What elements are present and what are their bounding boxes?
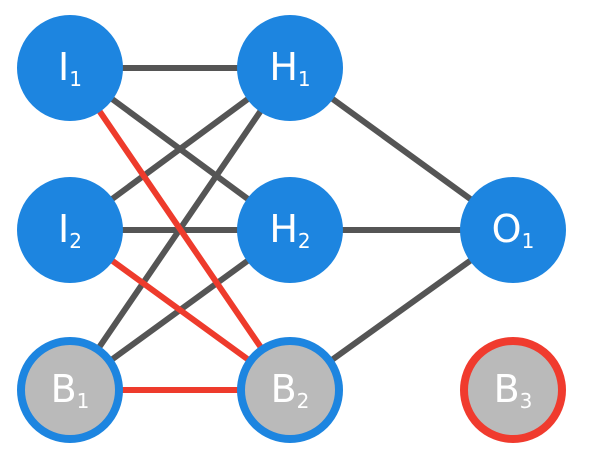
node-label-main: I: [58, 206, 69, 251]
edge-i1-b2: [67, 65, 293, 393]
node-b3: B3: [460, 337, 566, 443]
node-label: B2: [271, 370, 310, 411]
node-label: B1: [51, 370, 90, 411]
node-label-main: I: [58, 44, 69, 89]
node-label-main: B: [493, 366, 520, 411]
node-label-main: O: [491, 206, 522, 251]
node-label-subscript: 1: [297, 66, 311, 91]
node-label-subscript: 1: [521, 228, 535, 253]
node-label-subscript: 2: [69, 228, 82, 253]
node-i1: I1: [17, 15, 123, 121]
node-b2: B2: [237, 337, 343, 443]
node-label-main: B: [270, 366, 297, 411]
node-label-subscript: 2: [296, 388, 310, 413]
node-label-subscript: 2: [297, 228, 311, 253]
node-label: O1: [492, 210, 535, 251]
node-label-main: B: [50, 366, 77, 411]
node-label: I2: [58, 210, 82, 251]
node-label-subscript: 3: [519, 388, 533, 413]
node-b1: B1: [17, 337, 123, 443]
node-o1: O1: [460, 177, 566, 283]
node-label-main: H: [269, 44, 298, 89]
node-i2: I2: [17, 177, 123, 283]
node-label: H2: [269, 210, 310, 251]
node-label-subscript: 1: [76, 388, 90, 413]
node-label: B3: [494, 370, 533, 411]
node-label: H1: [269, 48, 310, 89]
node-label: I1: [58, 48, 82, 89]
node-label-main: H: [269, 206, 298, 251]
node-h2: H2: [237, 177, 343, 283]
node-label-subscript: 1: [69, 66, 82, 91]
node-h1: H1: [237, 15, 343, 121]
